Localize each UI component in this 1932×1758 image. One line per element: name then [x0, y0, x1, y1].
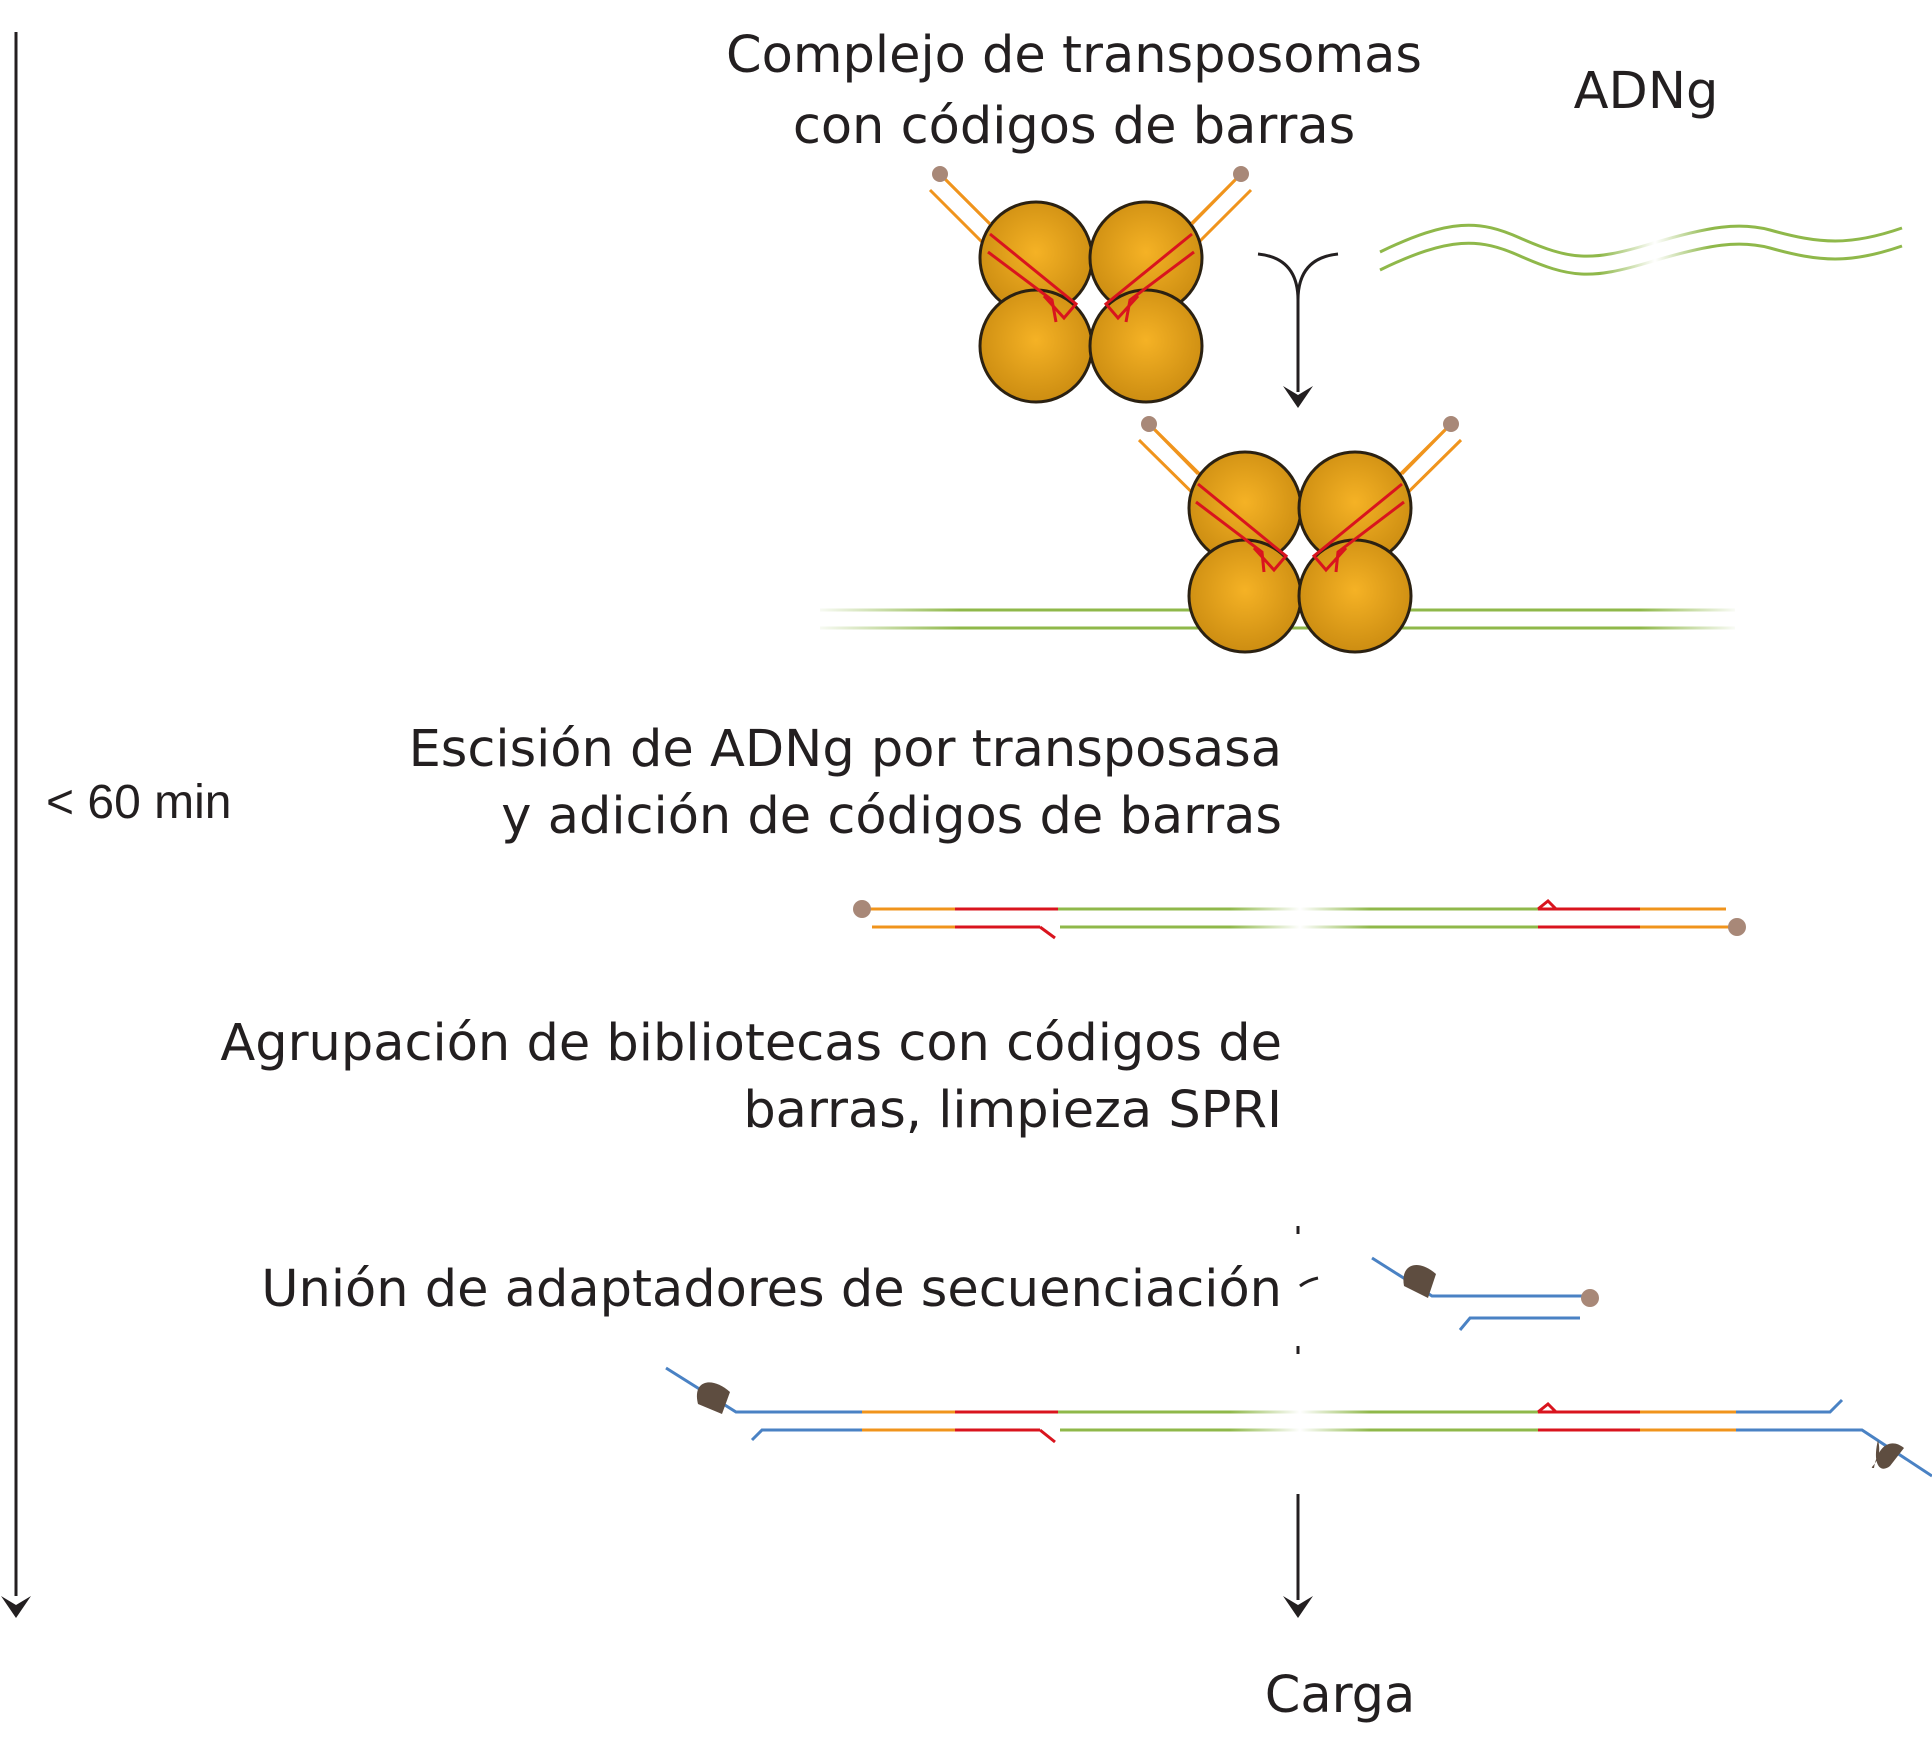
final-library-fragment [665, 1366, 1932, 1478]
transposome-complex-free [928, 166, 1253, 404]
sequencing-adapter [1371, 1256, 1588, 1331]
step2-label-line2: barras, limpieza SPRI [743, 1081, 1282, 1140]
barcode-strands [987, 232, 1195, 323]
gdna-strand [1379, 210, 1903, 290]
terminal-bead-icon [932, 166, 948, 182]
terminal-bead-icon [1581, 1289, 1599, 1307]
timeline: < 60 min [1, 32, 231, 1618]
arrow-down-icon [1283, 1596, 1313, 1618]
terminal-bead-icon [1443, 416, 1459, 432]
gdna-label: ADNg [1574, 62, 1719, 121]
time-label: < 60 min [46, 776, 231, 829]
adapter-cap-icon [1403, 1264, 1436, 1298]
terminal-bead-icon [853, 900, 871, 918]
load-arrow [1283, 1494, 1313, 1618]
complex-label-line2: con códigos de barras [793, 97, 1355, 156]
arrow-down-icon [1283, 386, 1313, 408]
combine-arrow [1257, 252, 1339, 408]
load-label: Carga [1265, 1666, 1416, 1725]
terminal-bead-icon [1141, 416, 1157, 432]
terminal-bead-icon [1728, 918, 1746, 936]
step2-label-line1: Agrupación de bibliotecas con códigos de [220, 1014, 1282, 1073]
adapter-merge-bracket [1296, 1226, 1319, 1354]
step1-label-line2: y adición de códigos de barras [501, 787, 1282, 846]
transposon-arm-ends [938, 172, 1243, 226]
terminal-bead-icon [1233, 166, 1249, 182]
adapter-cap-icon [696, 1382, 730, 1414]
step3-label: Unión de adaptadores de secuenciación [261, 1260, 1282, 1319]
complex-label-line1: Complejo de transposomas [726, 26, 1422, 85]
adapter-cap-icon [1871, 1440, 1904, 1469]
tagmented-fragment [862, 898, 1737, 940]
transposome-bound-to-dna [810, 416, 1740, 654]
arrow-down-icon [1, 1596, 31, 1618]
step1-label-line1: Escisión de ADNg por transposasa [409, 720, 1282, 779]
